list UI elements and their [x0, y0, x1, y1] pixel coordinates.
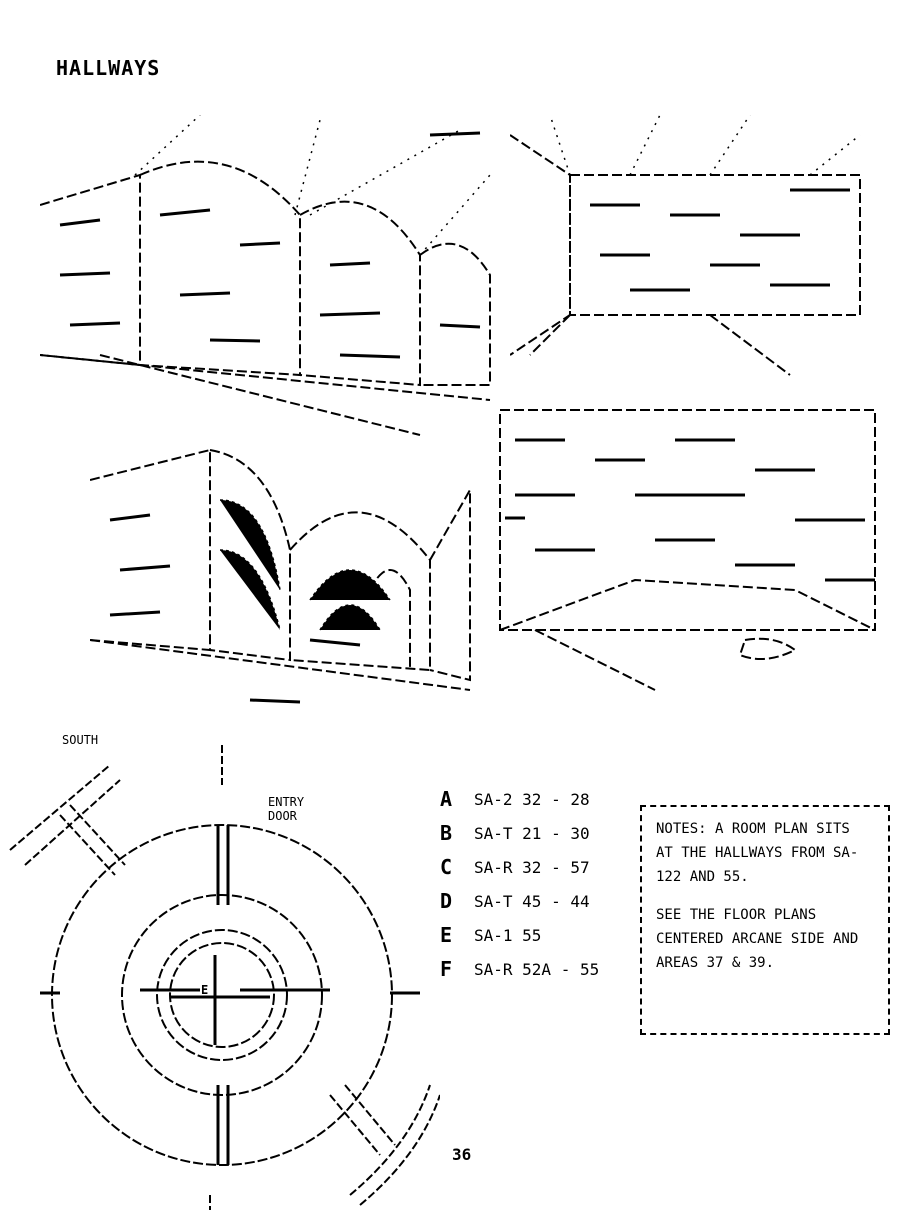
legend-text: SA-R 52A - 55 — [474, 959, 600, 979]
hallway-map: SOUTH ENTRY DOOR E — [0, 725, 440, 1210]
legend-key: B — [440, 821, 453, 845]
map-label-south: SOUTH — [62, 733, 99, 747]
map-label-entry: ENTRY DOOR — [268, 795, 305, 823]
map-legend: A SA-2 32 - 28 B SA-T 21 - 30 C SA-R 32 … — [440, 782, 640, 986]
legend-text: SA-T 21 - 30 — [474, 823, 590, 843]
map-label-center: E — [201, 983, 209, 997]
legend-row: D SA-T 45 - 44 — [440, 884, 640, 918]
legend-text: SA-R 32 - 57 — [474, 857, 590, 877]
note-text: SEE THE FLOOR PLANS CENTERED ARCANE SIDE… — [656, 907, 859, 971]
hallway-sketch-cavern — [495, 400, 885, 700]
legend-row: F SA-R 52A - 55 — [440, 952, 640, 986]
inner-ring — [156, 929, 288, 1061]
legend-key: E — [440, 923, 453, 947]
legend-row: C SA-R 32 - 57 — [440, 850, 640, 884]
legend-key: D — [440, 889, 453, 913]
legend-text: SA-2 32 - 28 — [474, 789, 590, 809]
legend-row: B SA-T 21 - 30 — [440, 816, 640, 850]
notes-box: NOTES: A ROOM PLAN SITS AT THE HALLWAYS … — [640, 805, 890, 1035]
legend-text: SA-T 45 - 44 — [474, 891, 590, 911]
hallway-sketch-arches — [40, 115, 500, 445]
legend-row: E SA-1 55 — [440, 918, 640, 952]
hallway-sketch-corridor — [510, 115, 870, 385]
hallway-sketch-gothic — [90, 440, 490, 720]
legend-key: F — [440, 957, 453, 981]
note-text: NOTES: A ROOM PLAN SITS AT THE HALLWAYS … — [656, 821, 859, 885]
page-number: 36 — [452, 1145, 472, 1164]
outer-ring — [51, 824, 393, 1166]
legend-key: A — [440, 787, 453, 811]
page-title: HALLWAYS — [56, 56, 161, 80]
legend-text: SA-1 55 — [474, 925, 542, 945]
legend-key: C — [440, 855, 453, 879]
middle-ring — [121, 894, 323, 1096]
legend-row: A SA-2 32 - 28 — [440, 782, 640, 816]
